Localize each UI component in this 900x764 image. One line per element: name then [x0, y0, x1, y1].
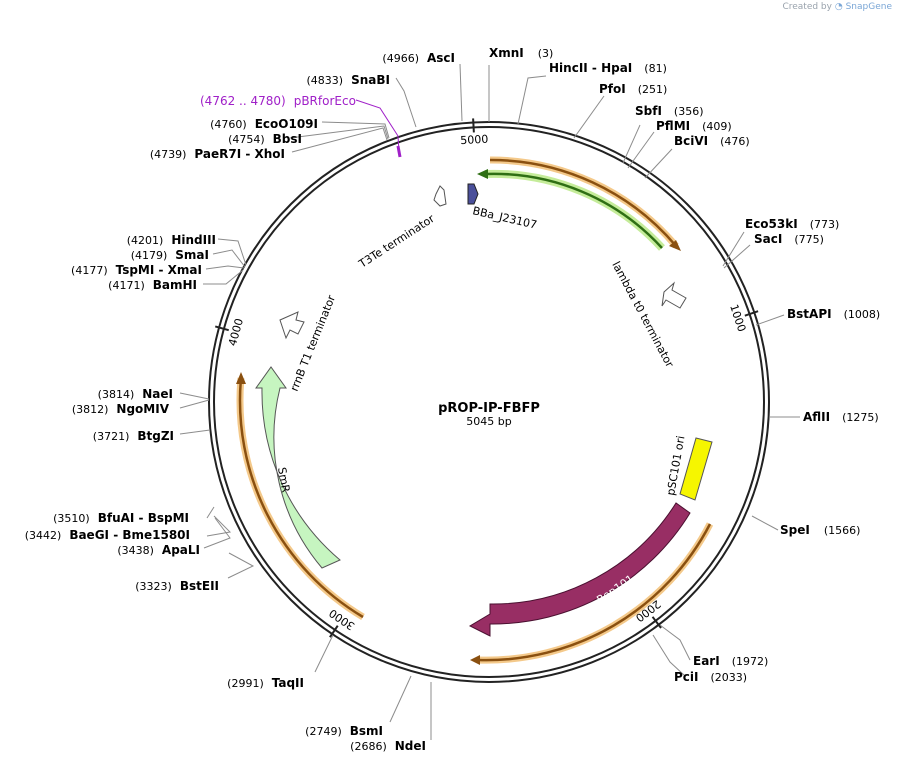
- backbone-inner-strand: [213, 126, 765, 678]
- lambda-terminator-label: lambda t0 terminator: [609, 259, 676, 370]
- site-bstapi: BstAPI(1008): [787, 307, 880, 321]
- site-ngomiv: (3812)NgoMIV: [72, 402, 170, 416]
- site-bbsi: (4754)BbsI: [228, 132, 302, 146]
- site-hindiii: (4201)HindIII: [127, 233, 216, 247]
- orange-feature-bottom-head: [470, 655, 480, 665]
- site-leader-lines: [179, 63, 800, 740]
- tick-label: 1000: [727, 303, 748, 334]
- bba-promoter-feature: [467, 183, 479, 205]
- primer-leader-line: [355, 99, 400, 153]
- site-bcivi: BciVI(476): [674, 134, 750, 148]
- plasmid-name: pROP-IP-FBFP: [438, 401, 540, 416]
- site-sbfi: SbfI(356): [635, 104, 704, 118]
- tick-mark: [329, 625, 339, 638]
- rrnb-terminator-label: rrnB T1 terminator: [288, 293, 339, 393]
- credit-prefix: Created by: [782, 2, 832, 12]
- site-bfuai-bspmi: (3510)BfuAI - BspMI: [53, 511, 189, 525]
- site-ndei: (2686)NdeI: [350, 739, 426, 753]
- site-baegi-bme1580i: (3442)BaeGI - Bme1580I: [25, 528, 190, 542]
- site-aflii: AflII(1275): [803, 410, 879, 424]
- site-ecoo109i: (4760)EcoO109I: [210, 117, 318, 131]
- tick-label: 4000: [226, 317, 246, 347]
- site-taqii: (2991)TaqII: [227, 676, 304, 690]
- bba-promoter-label: BBa_J23107: [471, 204, 538, 231]
- site-eco53ki: Eco53kI(773): [745, 217, 839, 231]
- tick-label: 5000: [460, 133, 489, 148]
- site-eari: EarI(1972): [693, 654, 768, 668]
- t3te-terminator-icon: [433, 185, 447, 207]
- orange-feature-top: [489, 158, 677, 247]
- plasmid-length: 5045 bp: [466, 415, 511, 428]
- site-paer7i-xhoi: (4739)PaeR7I - XhoI: [150, 147, 285, 161]
- rrnb-terminator-icon: [279, 311, 305, 340]
- t3te-terminator-label: T3Te terminator: [356, 212, 438, 271]
- site-smai: (4179)SmaI: [131, 248, 209, 262]
- lambda-t0-terminator-icon: [661, 281, 687, 309]
- orange-feature-left-head: [236, 372, 246, 384]
- orange-feature-top-head: [669, 240, 681, 251]
- green-feature: [484, 172, 663, 249]
- snapgene-credit: Created by ◔ SnapGene: [782, 2, 892, 12]
- site-asci: (4966)AscI: [382, 51, 455, 65]
- site-snabi: (4833)SnaBI: [307, 73, 390, 87]
- tick-mark: [744, 310, 759, 317]
- smr-label: SmR: [275, 466, 292, 494]
- primer-mark: [396, 145, 402, 158]
- orange-feature-left: [238, 377, 364, 619]
- site-pcii: PciI(2033): [674, 670, 747, 684]
- snapgene-logo: ◔: [834, 2, 843, 12]
- orange-feature-bottom: [477, 523, 712, 662]
- site-bsmi: (2749)BsmI: [305, 724, 383, 738]
- site-xmni: XmnI(3): [489, 46, 553, 60]
- site-btgzi: (3721)BtgZI: [93, 429, 174, 443]
- site-tspmi-xmai: (4177)TspMI - XmaI: [71, 263, 202, 277]
- tick-mark: [651, 616, 662, 629]
- rep101-feature: [468, 502, 691, 637]
- site-pflmi: PflMI(409): [656, 119, 732, 133]
- site-saci: SacI(775): [754, 232, 824, 246]
- green-feature-head: [477, 169, 488, 179]
- site-naei: (3814)NaeI: [98, 387, 173, 401]
- site-spei: SpeI(1566): [780, 523, 860, 537]
- site-bsteii: (3323)BstEII: [135, 579, 219, 593]
- psc101-ori-feature: [679, 437, 713, 501]
- site-apali: (3438)ApaLI: [117, 543, 200, 557]
- credit-brand: SnapGene: [845, 2, 892, 12]
- primer-pbrforeco: (4762 .. 4780)pBRforEco: [200, 94, 356, 108]
- tick-mark: [214, 325, 229, 332]
- smr-feature: [255, 366, 341, 569]
- tick-mark: [472, 118, 475, 133]
- site-bamhi: (4171)BamHI: [108, 278, 197, 292]
- site-pfoi: PfoI(251): [599, 82, 667, 96]
- site-hincii-hpai: HincII - HpaI(81): [549, 61, 667, 75]
